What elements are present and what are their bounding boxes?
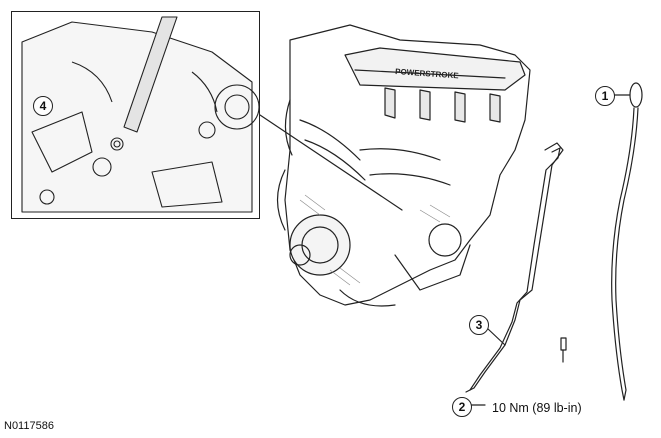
callout-4: 4 bbox=[33, 96, 53, 116]
callout-3: 3 bbox=[469, 315, 489, 335]
figure-id: N0117586 bbox=[4, 420, 54, 432]
callout-1: 1 bbox=[595, 86, 615, 106]
callout-2: 2 bbox=[452, 397, 472, 417]
torque-spec: 10 Nm (89 lb-in) bbox=[492, 401, 582, 415]
inset-illustration bbox=[21, 16, 259, 213]
detail-inset bbox=[11, 11, 260, 219]
engine-label: POWERSTROKE bbox=[395, 67, 460, 80]
